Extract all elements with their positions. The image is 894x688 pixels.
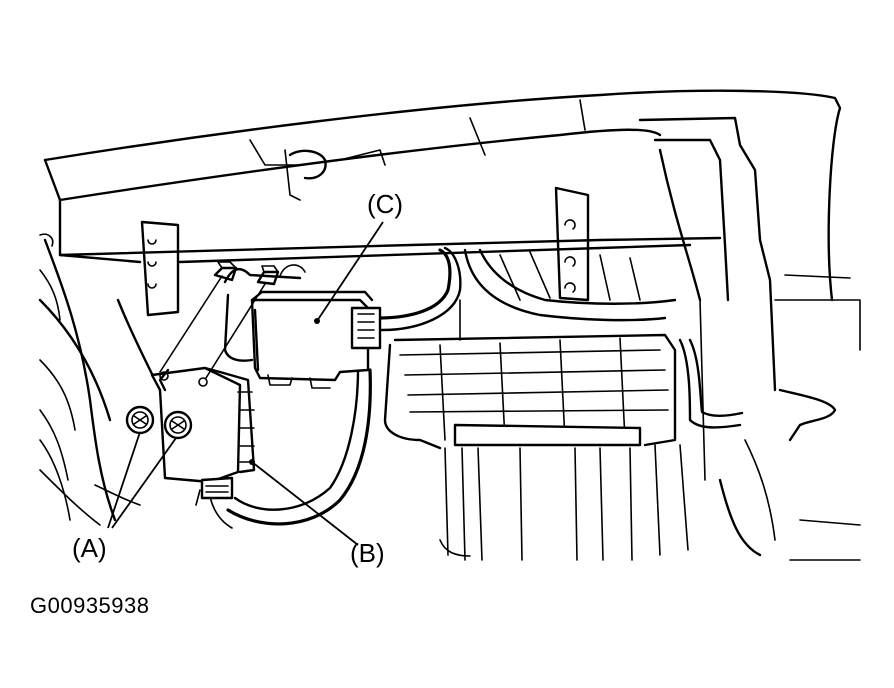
screw-a-left [125,405,155,435]
callout-a-label: (A) [72,533,107,563]
screw-a-right [163,410,193,440]
leader-b [251,461,359,546]
figure-code: G00935938 [30,593,150,618]
leader-c [316,221,384,322]
upper-bolts [213,261,280,286]
upper-ducts [459,248,744,429]
left-bracket [140,220,180,317]
leader-a-2 [111,437,177,529]
heater-unit [383,333,689,561]
leader-a-1 [107,431,141,529]
module-b [150,366,256,500]
instrument-panel-top [43,89,842,302]
cross-beam [58,149,722,264]
install-guide-lines [159,275,266,379]
callout-b-label: (B) [350,538,385,568]
leader-lines [107,221,384,546]
callout-c-label: (C) [367,189,403,219]
right-bracket [554,186,590,302]
left-structure [38,233,157,526]
right-pillar [638,116,861,561]
module-c [223,264,382,389]
wire-harness [195,246,462,529]
